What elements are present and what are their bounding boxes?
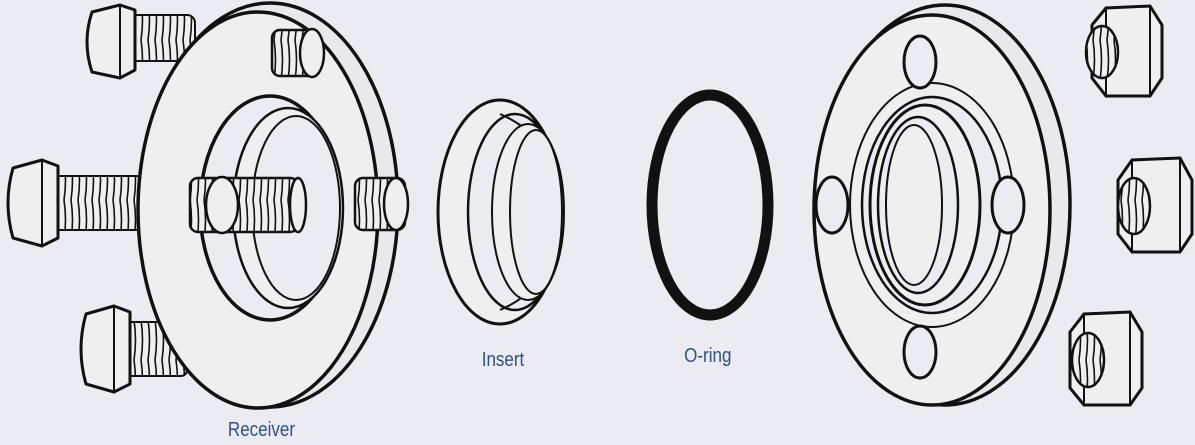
bolt-icon bbox=[8, 160, 142, 246]
o-ring-icon bbox=[652, 95, 768, 315]
receiver-label: Receiver bbox=[228, 419, 295, 442]
oring-label: O-ring bbox=[684, 345, 731, 368]
hex-nut-icon bbox=[1070, 312, 1142, 405]
flange-icon bbox=[814, 5, 1070, 405]
bolt-icon bbox=[355, 178, 408, 230]
bolt-icon bbox=[190, 177, 306, 233]
bolt-icon bbox=[272, 29, 324, 77]
insert-label: Insert bbox=[482, 349, 525, 372]
receiver-group bbox=[8, 3, 408, 408]
hex-nut-icon bbox=[1086, 6, 1162, 96]
insert-ring-icon bbox=[438, 100, 564, 324]
hex-nut-icon bbox=[1118, 158, 1192, 252]
